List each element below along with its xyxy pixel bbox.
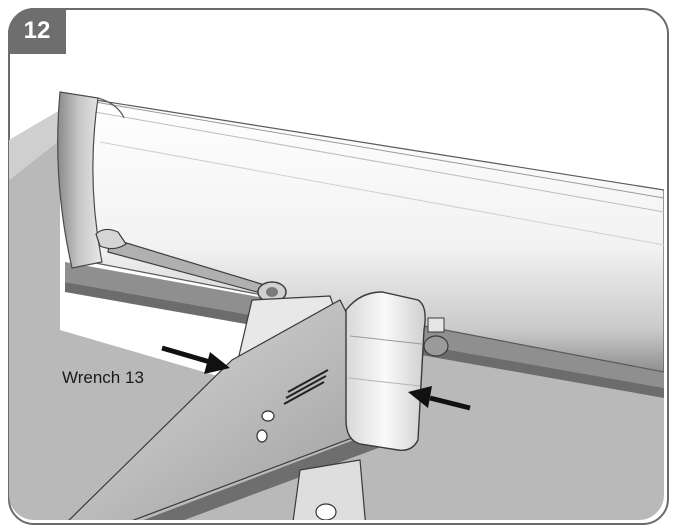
step-number-badge: 12 bbox=[8, 8, 66, 54]
arm-shoulder-block bbox=[345, 291, 426, 451]
arm-vent-slots bbox=[283, 369, 329, 405]
mounting-nut-right bbox=[423, 335, 449, 357]
wrench-label: Wrench 13 bbox=[62, 368, 144, 387]
arrow-to-shoulder-block bbox=[408, 386, 471, 411]
wrench-13 bbox=[95, 228, 287, 303]
wall-shadow bbox=[9, 110, 60, 180]
lower-mount bbox=[291, 459, 367, 520]
cassette-end-cap bbox=[57, 91, 103, 269]
arrow-to-arm-bracket bbox=[161, 345, 230, 374]
folding-arm bbox=[58, 299, 401, 520]
